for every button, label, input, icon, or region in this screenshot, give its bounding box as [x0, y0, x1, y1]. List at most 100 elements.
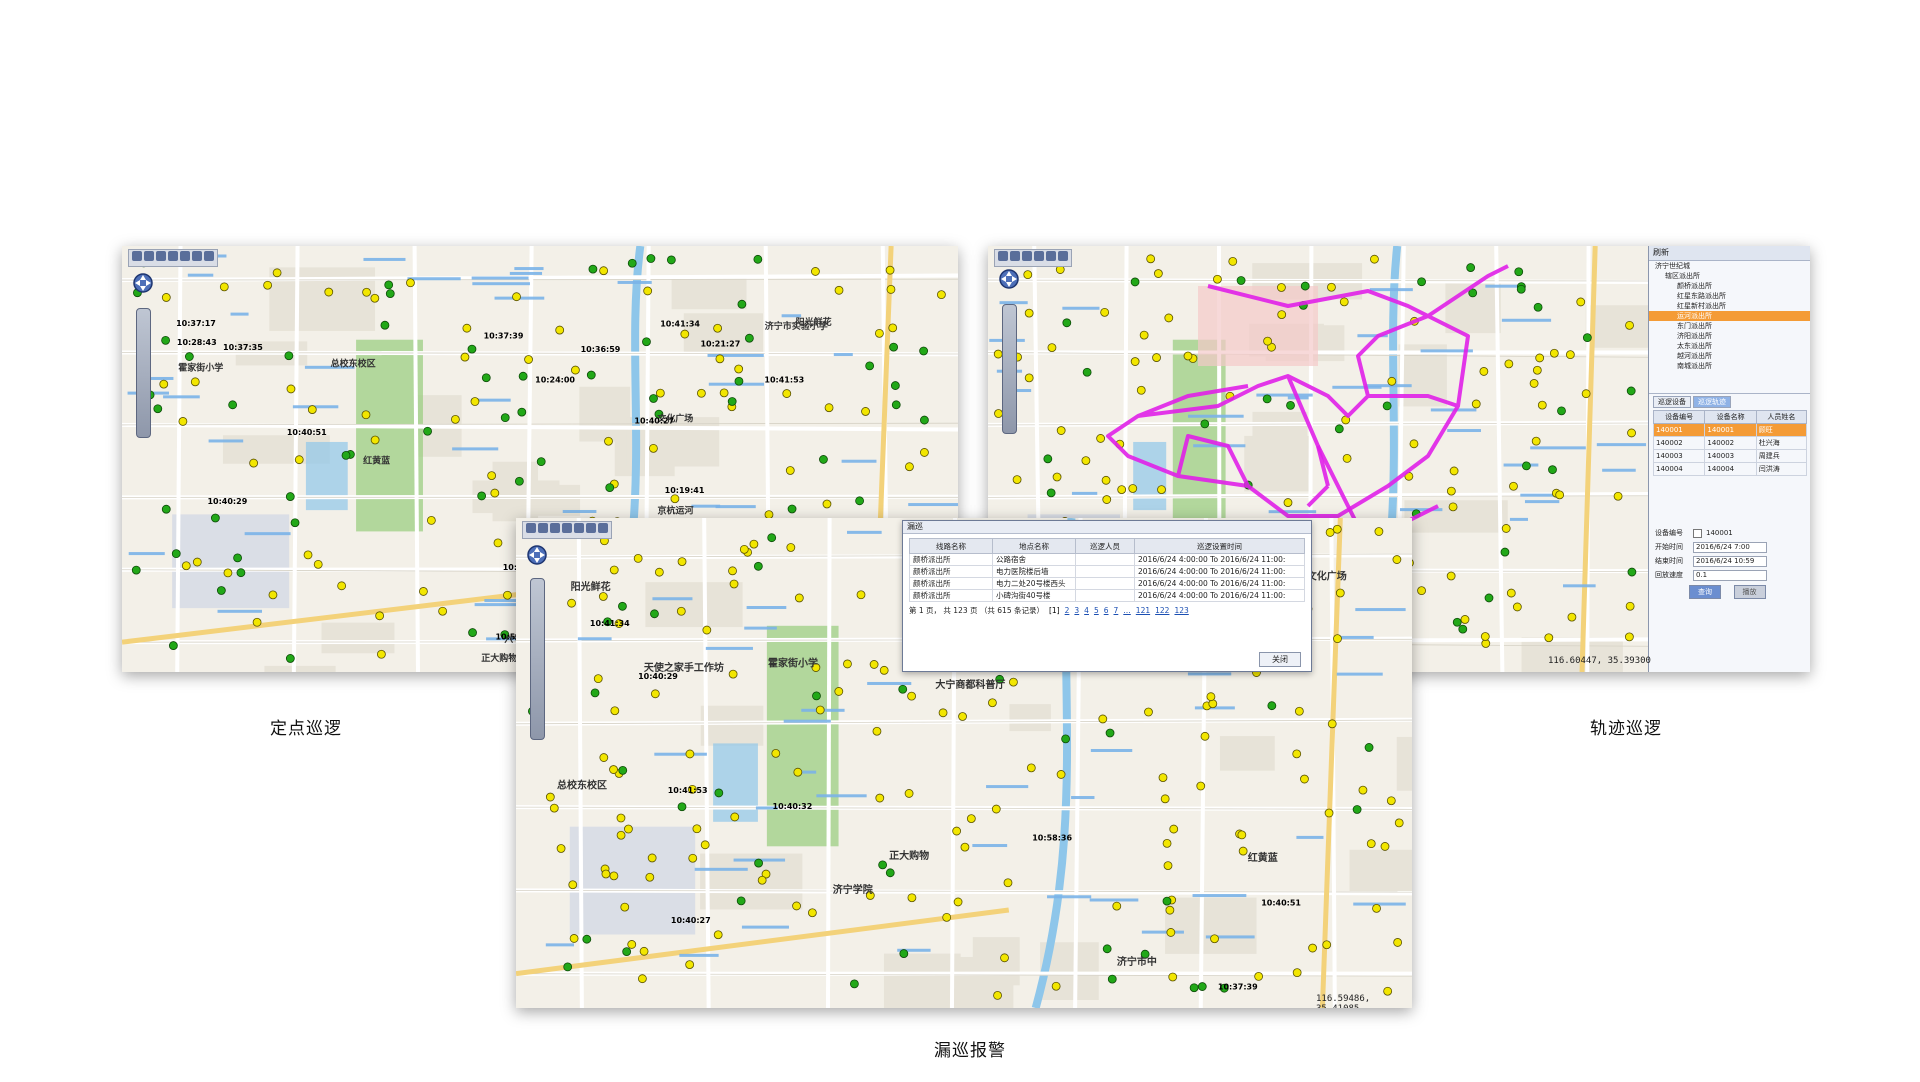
- page-link[interactable]: 4: [1084, 606, 1089, 615]
- patrol-point-marker: [875, 793, 885, 803]
- patrol-point-marker: [263, 280, 273, 290]
- map-label: 10:40:27: [671, 916, 711, 925]
- zoom-slider[interactable]: [1002, 304, 1017, 434]
- pan-tool-icon[interactable]: [1022, 251, 1032, 261]
- table-cell: 140002: [1652, 436, 1706, 450]
- select-tool-icon[interactable]: [1046, 251, 1056, 261]
- patrolled-point-marker: [228, 400, 238, 410]
- layers-tool-icon[interactable]: [1058, 251, 1068, 261]
- patrol-point-marker: [1555, 490, 1565, 500]
- poi-label-mark: [1485, 284, 1522, 288]
- print-tool-icon[interactable]: [598, 523, 608, 533]
- layers-tool-icon[interactable]: [192, 251, 202, 261]
- page-link[interactable]: [1]: [1048, 606, 1060, 615]
- pan-tool-icon[interactable]: [156, 251, 166, 261]
- query-button[interactable]: 查询: [1689, 585, 1721, 599]
- tab-devices[interactable]: 巡逻设备: [1653, 396, 1691, 408]
- pan-control-icon[interactable]: [130, 272, 156, 302]
- page-link[interactable]: 121: [1135, 606, 1151, 615]
- close-button[interactable]: 关闭: [1259, 652, 1301, 667]
- column-header: 人员姓名: [1755, 410, 1808, 424]
- zoom-slider[interactable]: [136, 308, 151, 438]
- zoom-in-tool-icon[interactable]: [132, 251, 142, 261]
- tree-item[interactable]: 济阳派出所: [1677, 332, 1712, 340]
- pan-tool-icon[interactable]: [550, 523, 560, 533]
- page-link[interactable]: 5: [1093, 606, 1099, 615]
- form-input[interactable]: 0.1: [1693, 569, 1767, 581]
- patrolled-point-marker: [1262, 394, 1272, 404]
- poi-label-mark: [1353, 902, 1406, 906]
- page-link[interactable]: 7: [1113, 606, 1119, 615]
- tree-root[interactable]: 济宁世纪城: [1655, 262, 1690, 270]
- zoom-out-tool-icon[interactable]: [1010, 251, 1020, 261]
- pan-control-icon[interactable]: [524, 544, 550, 574]
- tree-item[interactable]: 颜桥派出所: [1677, 282, 1712, 290]
- patrol-point-marker: [643, 286, 653, 296]
- measure-tool-icon[interactable]: [168, 251, 178, 261]
- patrol-point-marker: [988, 698, 997, 708]
- select-tool-icon[interactable]: [180, 251, 190, 261]
- page-link[interactable]: 122: [1155, 606, 1170, 615]
- zoom-out-tool-icon[interactable]: [538, 523, 548, 533]
- refresh-button[interactable]: 刷新: [1653, 248, 1669, 257]
- tree-item[interactable]: 东门派出所: [1677, 322, 1712, 330]
- tree-group[interactable]: 辖区派出所: [1665, 272, 1700, 280]
- tab-tracks[interactable]: 巡逻轨迹: [1693, 396, 1731, 408]
- layers-tool-icon[interactable]: [586, 523, 596, 533]
- patrol-point-marker: [1081, 456, 1091, 466]
- device-checkbox[interactable]: [1693, 528, 1702, 538]
- zoom-in-tool-icon[interactable]: [526, 523, 536, 533]
- patrol-point-marker: [1300, 774, 1309, 784]
- zoom-slider[interactable]: [530, 578, 545, 740]
- print-tool-icon[interactable]: [204, 251, 214, 261]
- patrol-point-marker: [1169, 824, 1179, 834]
- patrol-point-marker: [616, 813, 626, 823]
- page-link[interactable]: 123: [1174, 606, 1189, 615]
- select-tool-icon[interactable]: [574, 523, 584, 533]
- patrol-point-marker: [1512, 602, 1522, 612]
- point-patrol-map[interactable]: 霍家街小学总校东校区文化广场六号警务工作站(新城)济宁市实验小学正大购物京杭运河…: [122, 246, 958, 672]
- table-cell: [1075, 589, 1135, 602]
- play-button[interactable]: 播放: [1733, 585, 1766, 599]
- measure-tool-icon[interactable]: [562, 523, 572, 533]
- patrol-point-marker: [426, 516, 436, 525]
- form-input[interactable]: 2016/6/24 10:59: [1693, 555, 1767, 567]
- map-block: [321, 622, 395, 654]
- pan-control-icon[interactable]: [996, 268, 1022, 298]
- poi-label-mark: [654, 752, 707, 756]
- patrolled-point-marker: [161, 335, 171, 345]
- patrolled-point-marker: [899, 949, 909, 958]
- measure-tool-icon[interactable]: [1034, 251, 1044, 261]
- tree-item[interactable]: 太东派出所: [1677, 342, 1712, 350]
- poi-label-mark: [1090, 748, 1133, 752]
- tree-item[interactable]: 越河派出所: [1677, 352, 1712, 360]
- tree-item[interactable]: 运河派出所: [1649, 311, 1810, 321]
- patrol-point-marker: [178, 417, 188, 426]
- patrol-point-marker: [593, 674, 603, 684]
- page-link[interactable]: 3: [1074, 606, 1080, 615]
- tree-item[interactable]: 南城派出所: [1677, 362, 1712, 370]
- page-link[interactable]: 6: [1103, 606, 1109, 615]
- tree-item[interactable]: 红星东路派出所: [1677, 292, 1726, 300]
- poi-label-mark: [847, 530, 882, 534]
- patrolled-point-marker: [385, 289, 395, 299]
- map-label: 霍家街小学: [768, 656, 818, 669]
- patrol-point-marker: [609, 765, 618, 774]
- zoom-out-tool-icon[interactable]: [144, 251, 154, 261]
- zoom-in-tool-icon[interactable]: [998, 251, 1008, 261]
- poi-label-mark: [452, 447, 499, 451]
- patrol-point-marker: [324, 287, 334, 297]
- form-input[interactable]: 2016/6/24 7:00: [1693, 541, 1767, 553]
- tree-item[interactable]: 红星新村派出所: [1677, 302, 1726, 310]
- patrol-point-marker: [822, 499, 832, 509]
- page-link[interactable]: 2: [1064, 606, 1070, 615]
- patrol-point-marker: [303, 550, 313, 560]
